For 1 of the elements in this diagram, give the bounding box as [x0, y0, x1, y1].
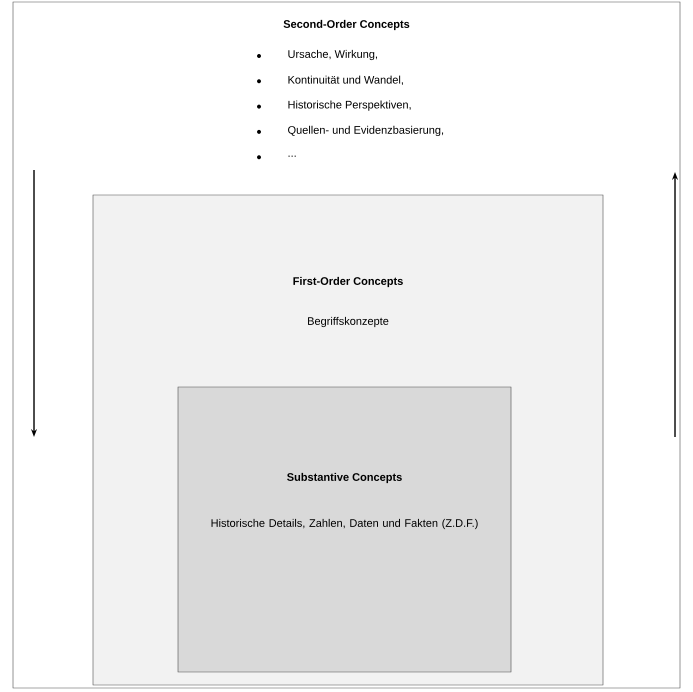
concept-box: Substantive Concepts Historische Details, Zahlen, Daten und Fakten (Z.D.F.) — [178, 386, 512, 672]
